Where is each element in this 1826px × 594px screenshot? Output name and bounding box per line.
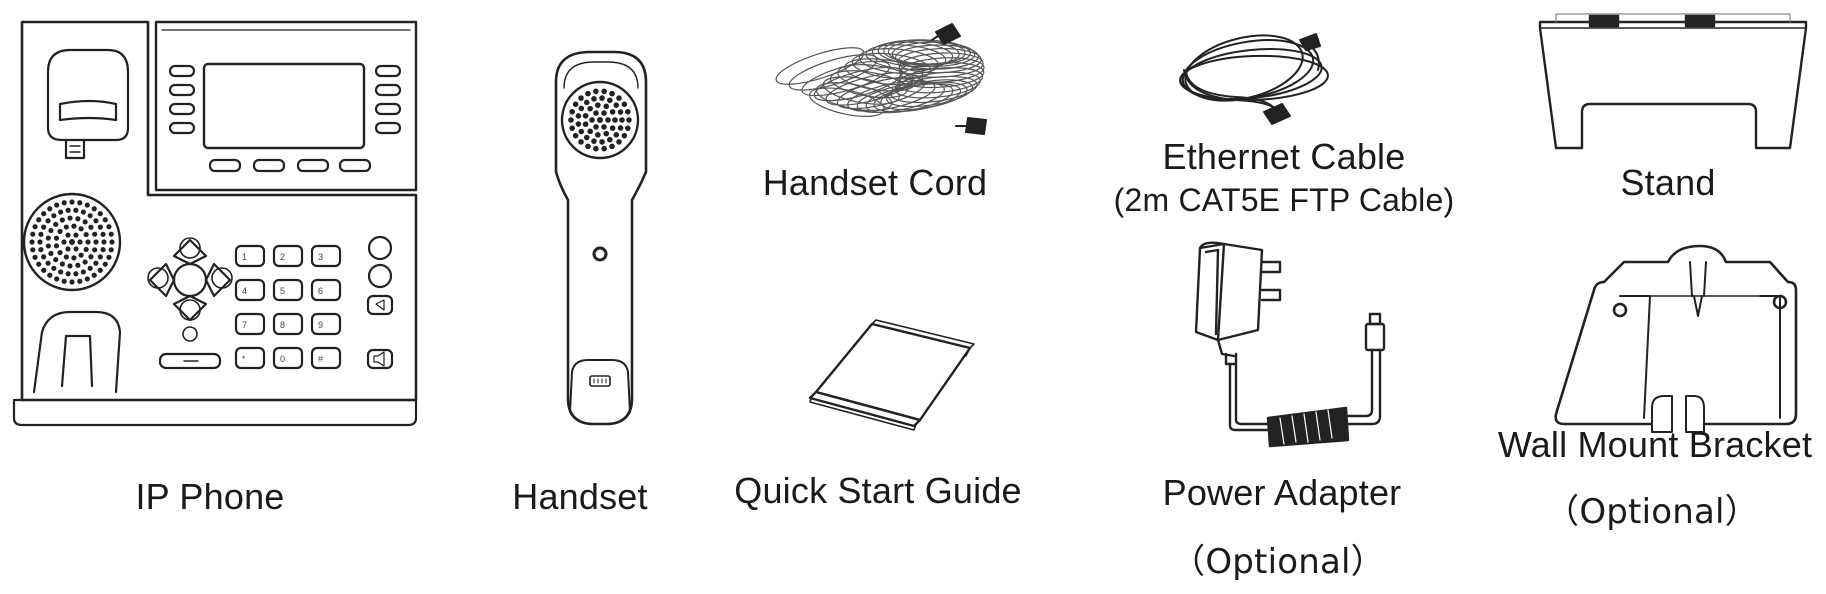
keypad-key-label: 3 [318,252,323,262]
wall-mount-bracket-optional-label: （Optional） [1545,492,1759,532]
keypad-key: 5 [272,278,304,302]
ethernet-cable-illustration [1179,33,1329,125]
keypad-key-label: 6 [318,286,323,296]
keypad-key: 0 [272,346,304,370]
keypad-key-label: 4 [242,286,247,296]
soft-keys [208,158,372,173]
keypad-key-label: 7 [242,320,247,330]
quick-start-guide-illustration [808,319,975,431]
keypad-key-label: * [242,354,246,364]
power-adapter-label: Power Adapter [1162,472,1402,513]
wall-mount-bracket-illustration [1554,244,1798,433]
dial-keypad: 1 2 3 4 5 6 7 8 9 * 0 # [234,244,342,370]
ethernet-cable-detail-label: (2m CAT5E FTP Cable) [1113,182,1455,218]
keypad-key-label: # [318,354,323,364]
keypad-key: 7 [234,312,266,336]
handset-label: Handset [512,476,648,517]
keypad-key: 2 [272,244,304,268]
cord-connectors [931,23,987,135]
earpiece-holes [568,88,632,152]
power-adapter-illustration [1194,241,1386,448]
quick-start-guide-label: Quick Start Guide [734,470,1022,511]
stand-illustration [1538,13,1808,150]
power-adapter-optional-label: （Optional） [1171,542,1385,582]
keypad-key: 1 [234,244,266,268]
keypad-key: 9 [310,312,342,336]
keypad-key: # [310,346,342,370]
keypad-key: 4 [234,278,266,302]
line-keys-left [168,64,196,135]
ip-phone-label: IP Phone [135,476,285,517]
keypad-key-label: 1 [242,252,247,262]
keypad-key-label: 0 [280,354,285,364]
ip-phone-illustration: 1 2 3 4 5 6 7 8 9 * 0 # [12,20,418,427]
keypad-key-label: 9 [318,320,323,330]
keypad-key-label: 8 [280,320,285,330]
ethernet-cable-label: Ethernet Cable [1162,136,1406,177]
handset-illustration [554,50,648,426]
line-keys-right [374,64,402,135]
keypad-key: * [234,346,266,370]
keypad-key-label: 5 [280,286,285,296]
handset-cord-illustration [775,39,985,117]
keypad-key-label: 2 [280,252,285,262]
handset-cord-label: Handset Cord [762,162,988,203]
navigation-keys [147,237,233,370]
speaker-grill [22,192,122,292]
stand-label: Stand [1620,162,1716,203]
function-keys [366,235,394,370]
keypad-key: 8 [272,312,304,336]
handset-rest [32,310,122,394]
keypad-key: 3 [310,244,342,268]
hookswitch [46,48,130,160]
keypad-key: 6 [310,278,342,302]
wall-mount-bracket-label: Wall Mount Bracket [1497,424,1813,465]
